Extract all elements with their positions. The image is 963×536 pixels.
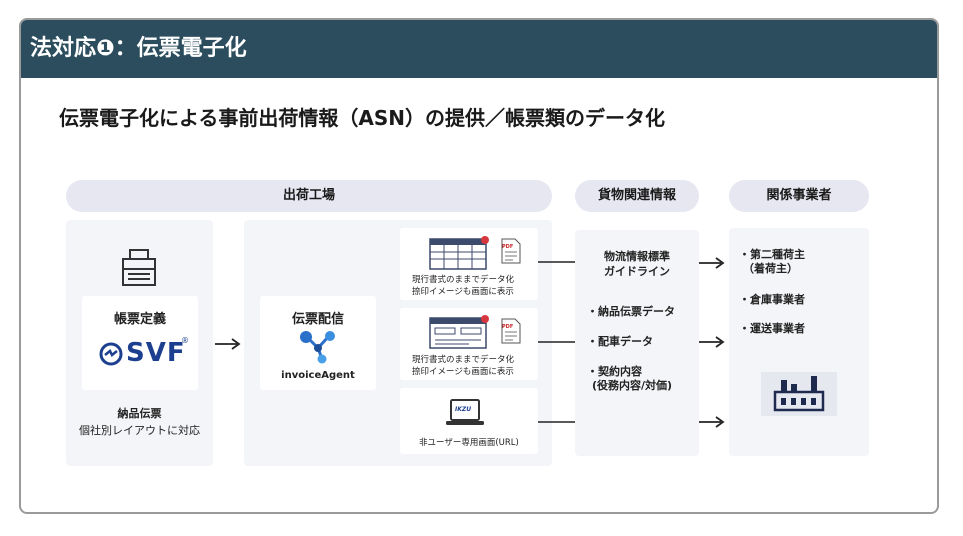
invoice-delivery-label: 伝票配信: [291, 312, 344, 327]
cargo-item-contract-sub: (役務内容/対価): [592, 379, 673, 392]
factory-icon: [761, 372, 837, 416]
factory-column-header: 出荷工場: [66, 180, 552, 212]
custom-layout-label: 個社別レイアウトに対応: [79, 424, 200, 437]
delivery-slip-label: 納品伝票: [117, 407, 162, 420]
slide-subtitle: 伝票電子化による事前出荷情報（ASN）の提供／帳票類のデータ化: [59, 106, 666, 130]
svf-logo-icon: [99, 342, 123, 366]
arrow-svf-to-agent: [215, 338, 241, 350]
party-consignee: ・第二種荷主: [739, 248, 805, 261]
party-carrier: ・運送事業者: [739, 322, 805, 335]
output-2-line1: 現行書式のままでデータ化: [412, 355, 515, 365]
svf-registered-mark: ®: [181, 336, 189, 345]
pdf-icon-label: PDF: [502, 244, 514, 250]
connector-lines: [538, 261, 576, 423]
cargo-item-dispatch: ・配車データ: [587, 335, 653, 348]
output-1-line2: 捺印イメージも画面に表示: [412, 287, 514, 297]
cargo-item-contract: ・契約内容: [587, 365, 642, 378]
invoice-agent-logo-text: invoiceAgent: [281, 370, 355, 381]
cargo-item-delivery-slip: ・納品伝票データ: [587, 305, 675, 318]
pdf-icon-label: PDF: [502, 324, 514, 330]
parties-panel: [729, 228, 869, 456]
laptop-brand: IKZU: [455, 406, 472, 413]
arrows-to-parties: [699, 257, 725, 428]
invoice-agent-box: [260, 296, 376, 390]
cargo-info-column-header: 貨物関連情報: [575, 180, 699, 212]
guideline-line1: 物流情報標準: [604, 250, 670, 263]
party-warehouse: ・倉庫事業者: [739, 293, 805, 306]
svf-logo-box: [82, 296, 198, 390]
slide-title: 法対応❶：伝票電子化: [21, 20, 937, 78]
parties-column-header: 関係事業者: [729, 180, 869, 212]
output-1-line1: 現行書式のままでデータ化: [412, 275, 515, 285]
guideline-line2: ガイドライン: [604, 265, 670, 278]
output-3-label: 非ユーザー専用画面(URL): [419, 438, 519, 448]
cargo-info-panel: [575, 230, 699, 456]
pdf-icon: [501, 318, 521, 344]
laptop-icon: [446, 399, 484, 425]
party-consignee-sub: （着荷主）: [743, 262, 798, 275]
invoice-agent-logo-icon: [300, 331, 335, 364]
slide-card: 法対応❶：伝票電子化 伝票電子化による事前出荷情報（ASN）の提供／帳票類のデー…: [19, 18, 939, 514]
output-2-line2: 捺印イメージも画面に表示: [412, 367, 514, 377]
printer-icon: [122, 249, 156, 286]
form-definition-label: 帳票定義: [113, 312, 166, 327]
svf-logo-text: SVF: [126, 338, 186, 368]
spreadsheet-icon: [429, 236, 489, 270]
form-document-icon: [429, 315, 489, 349]
pdf-icon: [501, 238, 521, 264]
